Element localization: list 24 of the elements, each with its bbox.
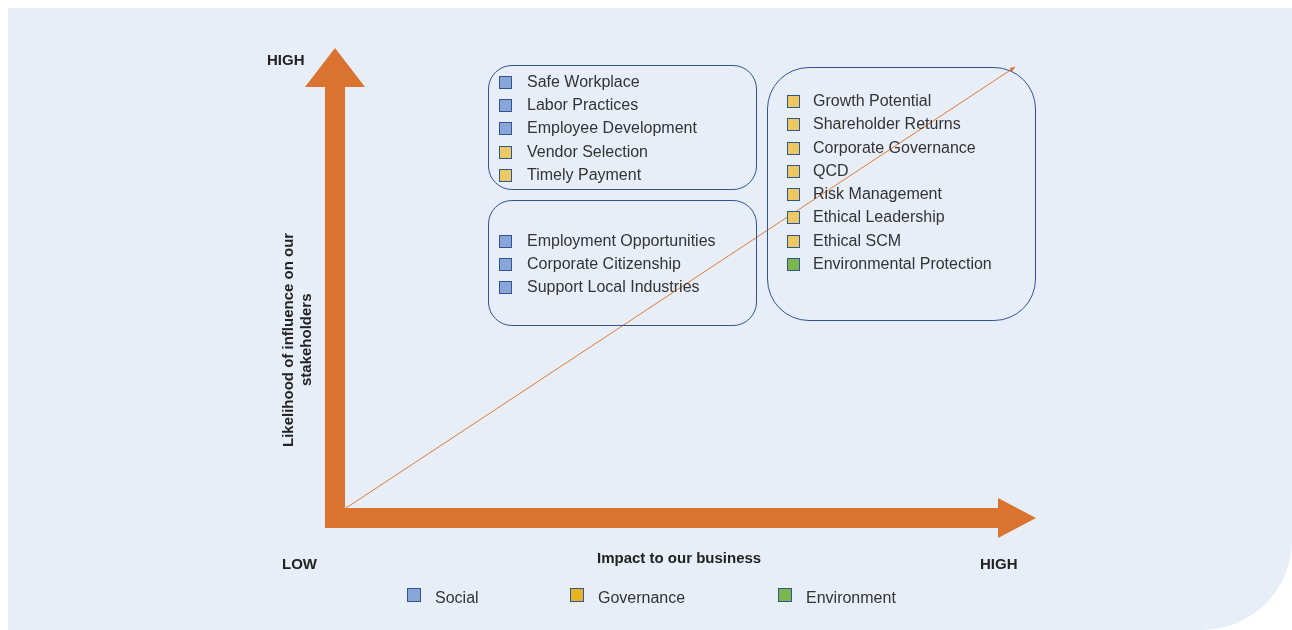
rounded-box xyxy=(488,200,757,326)
legend-text: Environment xyxy=(806,589,896,607)
item-text: QCD xyxy=(813,162,849,180)
item-text: Ethical Leadership xyxy=(813,208,945,226)
axis-title: Likelihood of influence on our stakeholders xyxy=(279,231,315,450)
rounded-box xyxy=(767,67,1036,321)
item-text: Growth Potential xyxy=(813,92,932,110)
axis-end-label: HIGH xyxy=(980,555,1018,572)
axis-end-label: LOW xyxy=(282,555,317,572)
item-text: Labor Practices xyxy=(527,96,639,114)
item-text: Employment Opportunities xyxy=(527,232,716,250)
axis-end-label: HIGH xyxy=(267,51,305,68)
item-text: Timely Payment xyxy=(527,166,642,184)
item-text: Vendor Selection xyxy=(527,143,648,161)
item-text: Corporate Governance xyxy=(813,139,976,157)
legend-text: Social xyxy=(435,589,479,607)
item-text: Corporate Citizenship xyxy=(527,255,681,273)
item-text: Environmental Protection xyxy=(813,255,992,273)
rounded-box xyxy=(488,65,757,190)
axis-title: Impact to our business xyxy=(597,549,762,566)
item-text: Employee Development xyxy=(527,119,697,137)
legend-text: Governance xyxy=(598,589,686,607)
item-text: Safe Workplace xyxy=(527,73,640,91)
item-text: Ethical SCM xyxy=(813,232,902,250)
